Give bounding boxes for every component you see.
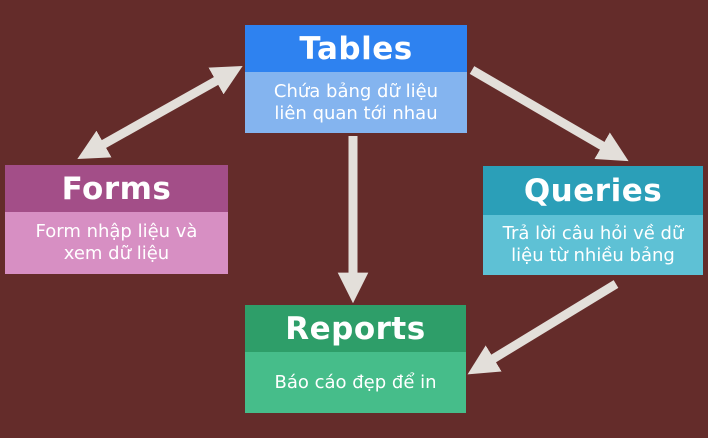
node-tables-title: Tables (245, 25, 467, 72)
node-tables-description: Chứa bảng dữ liệu liên quan tới nhau (245, 72, 467, 133)
node-queries-description: Trả lời câu hỏi về dữ liệu từ nhiều bảng (483, 215, 703, 275)
node-tables: Tables Chứa bảng dữ liệu liên quan tới n… (245, 25, 467, 133)
node-forms: Forms Form nhập liệu và xem dữ liệu (5, 165, 228, 274)
node-reports: Reports Báo cáo đẹp để in (245, 305, 466, 413)
node-reports-title: Reports (245, 305, 466, 352)
node-queries: Queries Trả lời câu hỏi về dữ liệu từ nh… (483, 166, 703, 275)
node-forms-description: Form nhập liệu và xem dữ liệu (5, 212, 228, 274)
arrow-tables-queries (469, 66, 629, 162)
node-queries-title: Queries (483, 166, 703, 215)
node-forms-title: Forms (5, 165, 228, 212)
arrow-forms-tables (77, 65, 243, 160)
arrow-queries-reports (467, 280, 619, 375)
node-reports-description: Báo cáo đẹp để in (245, 352, 466, 413)
